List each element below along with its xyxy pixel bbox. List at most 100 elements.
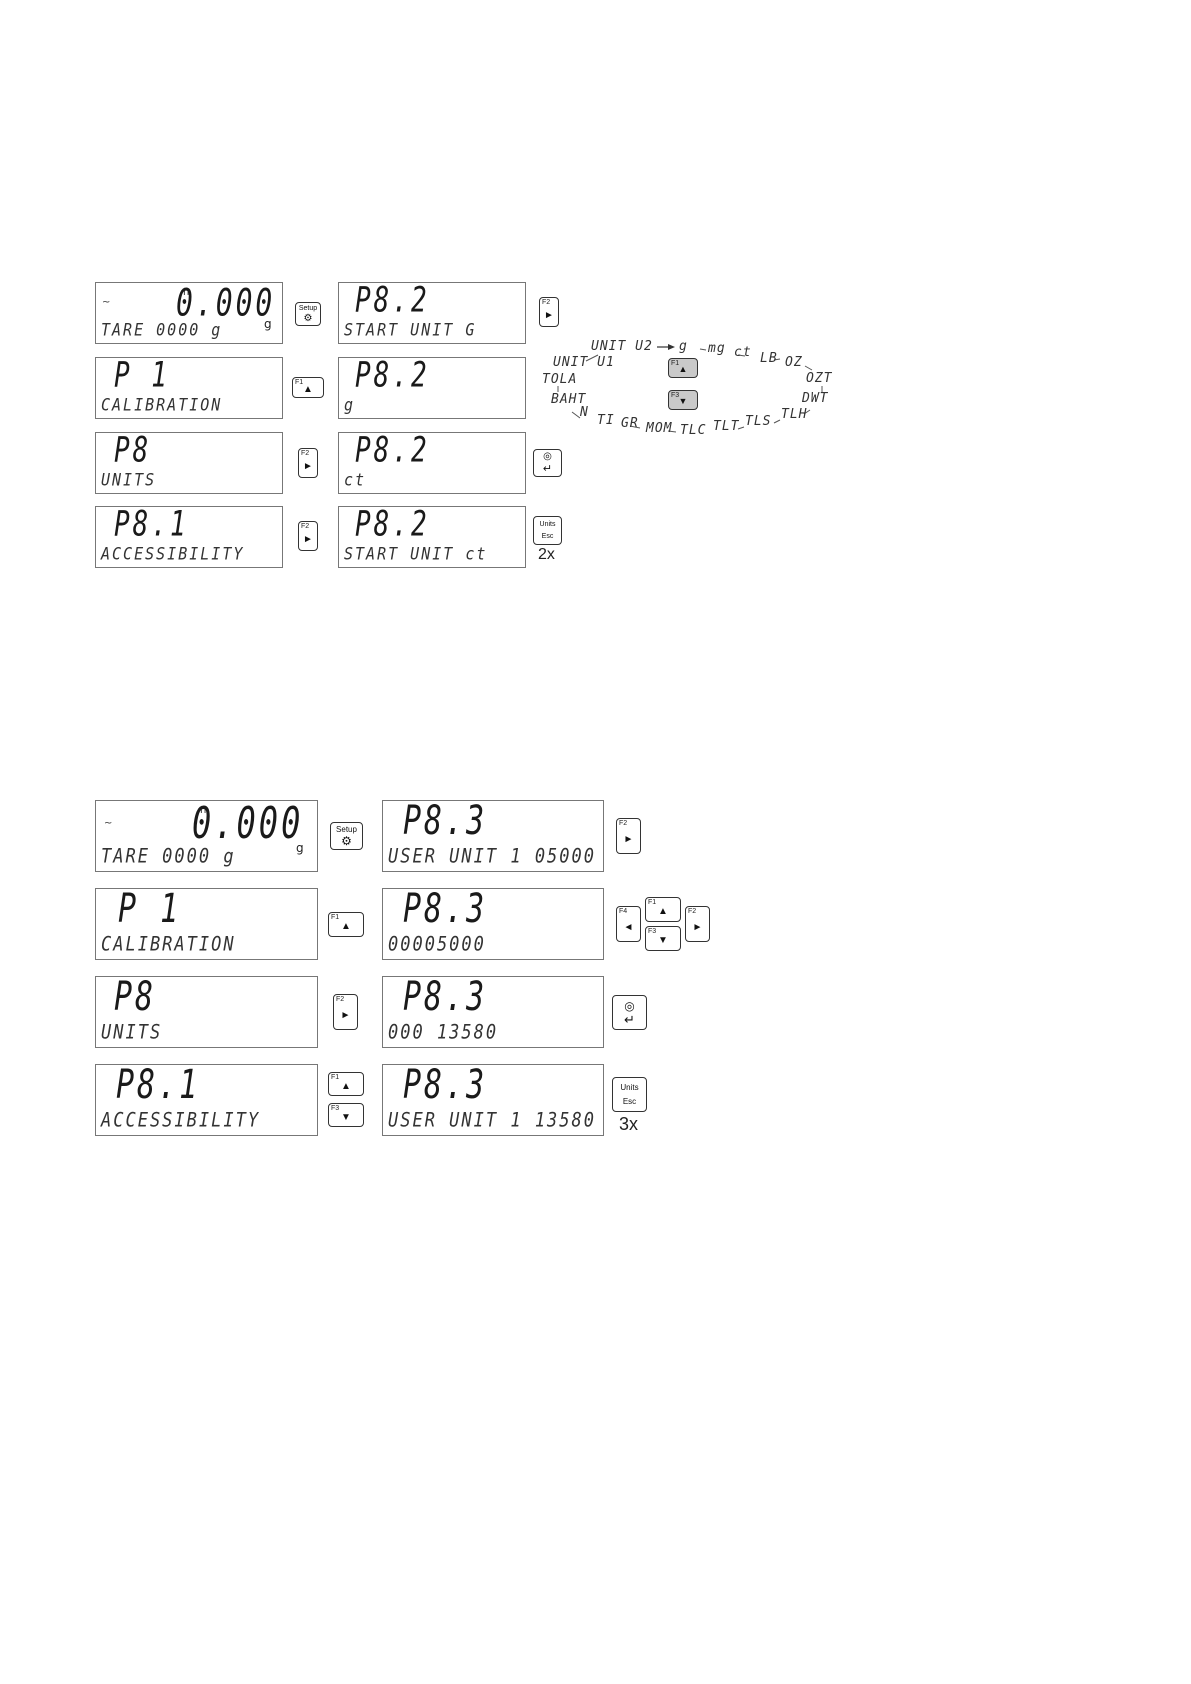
f2-label: F2 [301,523,310,530]
lcd-display: P 1 CALIBRATION [95,888,318,960]
lcd-display: P8.2 g [338,357,526,419]
arrow-down-icon: ▼ [341,1112,351,1123]
display-value: P 1 [118,888,182,933]
enter-key[interactable]: ◎ ↵ [612,995,647,1030]
display-value: P8 [114,976,157,1021]
cycle-unit: UNIT U2 [591,339,653,354]
cycle-unit: TLC [680,423,707,438]
gear-icon: ⚙ [341,834,352,848]
f2-right-key[interactable]: F2 ► [539,297,559,327]
f2-label: F2 [688,908,697,915]
lcd-display: P8.1 ACCESSIBILITY [95,1064,318,1136]
display-subtext: CALIBRATION [101,933,236,956]
display-subtext: START UNIT ct [344,543,488,564]
lcd-display: ~ n 0.000 g TARE 0000 g [95,800,318,872]
f2-right-key[interactable]: F2 ► [333,994,358,1030]
f2-right-key[interactable]: F2 ► [298,521,318,551]
f1-up-key[interactable]: F1 ▲ [328,912,364,937]
arrow-up-icon: ▲ [678,364,688,374]
display-value: P 1 [114,357,170,396]
cycle-unit: g [679,339,688,354]
display-value: P8.3 [403,888,488,933]
lcd-display: ~ n 0.000 g TARE 0000 g [95,282,283,344]
arrow-down-icon: ▼ [678,396,688,406]
cycle-unit: LB [760,351,778,366]
cycle-unit: BAHT [551,392,587,407]
display-value: P8.2 [355,432,430,471]
display-value: P8.2 [355,506,430,545]
display-value: P8.2 [355,282,430,321]
f3-down-key[interactable]: F3 ▼ [328,1103,364,1127]
enter-icon: ↵ [624,1012,635,1027]
lcd-display: P8.3 USER UNIT 1 05000 [382,800,604,872]
f3-down-key[interactable]: F3 ▼ [668,390,698,410]
net-indicator: n [200,805,207,816]
cycle-unit: OZ [785,355,803,370]
display-subtext: ACCESSIBILITY [101,543,245,564]
f2-label: F2 [336,996,345,1003]
cycle-unit: mg [708,341,726,356]
esc-label: Esc [622,1097,637,1106]
f3-label: F3 [648,928,657,935]
display-subtext: ACCESSIBILITY [101,1109,261,1132]
display-value: P8.3 [403,976,488,1021]
f2-right-key[interactable]: F2 ► [685,906,710,942]
enter-icon: ↵ [542,463,553,475]
f2-right-key[interactable]: F2 ► [298,448,318,478]
arrow-down-icon: ▼ [658,935,668,946]
f1-up-key[interactable]: F1 ▲ [668,358,698,378]
f3-down-key[interactable]: F3 ▼ [645,926,681,951]
display-value: P8.1 [114,506,189,545]
gear-icon: ⚙ [303,313,313,324]
enter-key[interactable]: ◎ ↵ [533,449,562,477]
print-icon: ◎ [543,451,552,462]
units-esc-key[interactable]: Units Esc [533,516,562,545]
setup-key[interactable]: Setup ⚙ [295,302,321,326]
arrow-right-icon: ► [623,834,634,845]
f1-up-key[interactable]: F1 ▲ [645,897,681,922]
display-value: 0.000 [176,282,276,325]
display-value: 0.000 [192,800,304,849]
cycle-unit: ct [734,345,752,360]
units-label: Units [620,1083,639,1092]
cycle-unit: TLT [713,419,740,434]
cycle-unit: TLS [745,414,772,429]
net-indicator: n [183,287,190,298]
arrow-left-icon: ◄ [623,922,634,933]
display-unit: g [296,841,304,855]
f1-label: F1 [295,379,304,386]
press-count: 2x [538,546,555,563]
cycle-unit: MOM [646,421,673,436]
display-value: P8.3 [403,800,488,845]
f4-left-key[interactable]: F4 ◄ [616,906,641,942]
display-subtext: TARE 0000 g [101,319,223,340]
display-subtext: CALIBRATION [101,394,223,415]
cycle-unit: TOLA [542,372,578,387]
cycle-unit: TI [597,413,615,428]
display-value: P8 [114,432,152,471]
setup-key[interactable]: Setup ⚙ [330,822,363,850]
cycle-unit: DWT [802,391,829,406]
f1-label: F1 [671,360,680,367]
units-esc-key[interactable]: Units Esc [612,1077,647,1112]
cycle-unit: OZT [806,371,833,386]
arrow-up-icon: ▲ [341,1081,351,1092]
setup-label: Setup [336,825,357,834]
cycle-unit: GR [621,416,639,431]
f2-right-key[interactable]: F2 ► [616,818,641,854]
lcd-display: P8.2 START UNIT ct [338,506,526,568]
lcd-display: P8.3 000 13580 [382,976,604,1048]
arrow-right-icon: ► [544,310,554,321]
f1-up-key[interactable]: F1 ▲ [328,1072,364,1096]
display-subtext: UNITS [101,469,157,490]
display-subtext: USER UNIT 1 05000 [388,845,596,868]
display-subtext: g [344,394,356,415]
f2-label: F2 [619,820,628,827]
arrow-right-icon: ► [303,534,313,545]
lcd-display: P8.2 START UNIT G [338,282,526,344]
arrow-right-icon: ► [692,922,703,933]
f1-up-key[interactable]: F1 ▲ [292,377,324,398]
display-value: P8.2 [355,357,430,396]
stability-icon: ~ [104,818,113,829]
display-subtext: UNITS [101,1021,163,1044]
